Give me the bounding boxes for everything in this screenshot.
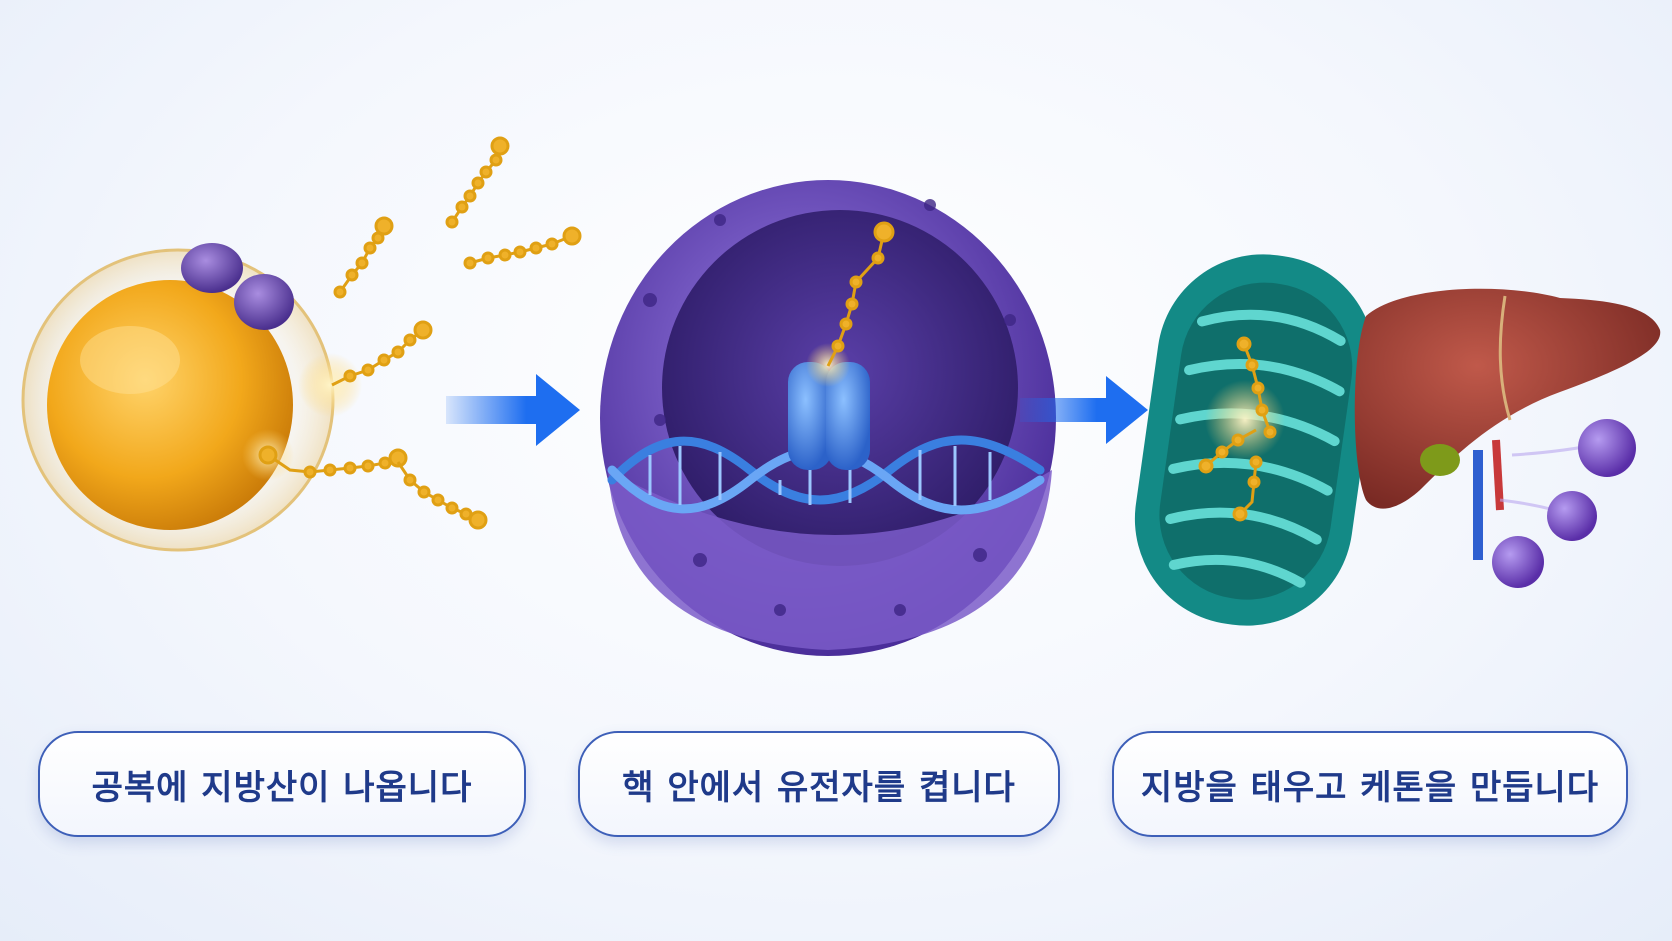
fatty-acid-chain: [396, 461, 488, 530]
step-3-caption: 지방을 태우고 케톤을 만듭니다: [1112, 731, 1628, 837]
step-3-caption-text: 지방을 태우고 케톤을 만듭니다: [1140, 767, 1600, 808]
arrow-right-icon: [1020, 376, 1148, 444]
mitochondria-icon: [1134, 254, 1376, 626]
step-2-caption: 핵 안에서 유전자를 켭니다: [578, 731, 1060, 837]
nucleus-dna-icon: [600, 180, 1056, 656]
fatty-acid-chain: [333, 216, 394, 299]
step-2-caption-text: 핵 안에서 유전자를 켭니다: [622, 767, 1016, 808]
fatty-acid-chain: [463, 226, 582, 270]
arrow-right-icon: [446, 374, 580, 446]
ketone-icon: [1547, 491, 1597, 541]
step-1-caption-text: 공복에 지방산이 나옵니다: [91, 767, 473, 808]
fatty-acid-chain: [331, 320, 433, 387]
ketone-icon: [1578, 419, 1636, 477]
liver-icon: [1354, 288, 1661, 560]
fatty-acid-chain: [258, 445, 408, 479]
fatty-acid-chain: [445, 136, 510, 229]
pathway-illustration: [21, 136, 1661, 656]
fatty-acid-chains: [258, 136, 582, 530]
fat-cell-icon: [21, 243, 362, 552]
mitochondria-liver-icon: [1134, 254, 1661, 626]
ketone-bodies: [1492, 419, 1636, 588]
step-1-caption: 공복에 지방산이 나옵니다: [38, 731, 526, 837]
receptor-protein: [788, 343, 870, 470]
fatty-acid-chain: [826, 221, 895, 367]
ketone-icon: [1492, 536, 1544, 588]
